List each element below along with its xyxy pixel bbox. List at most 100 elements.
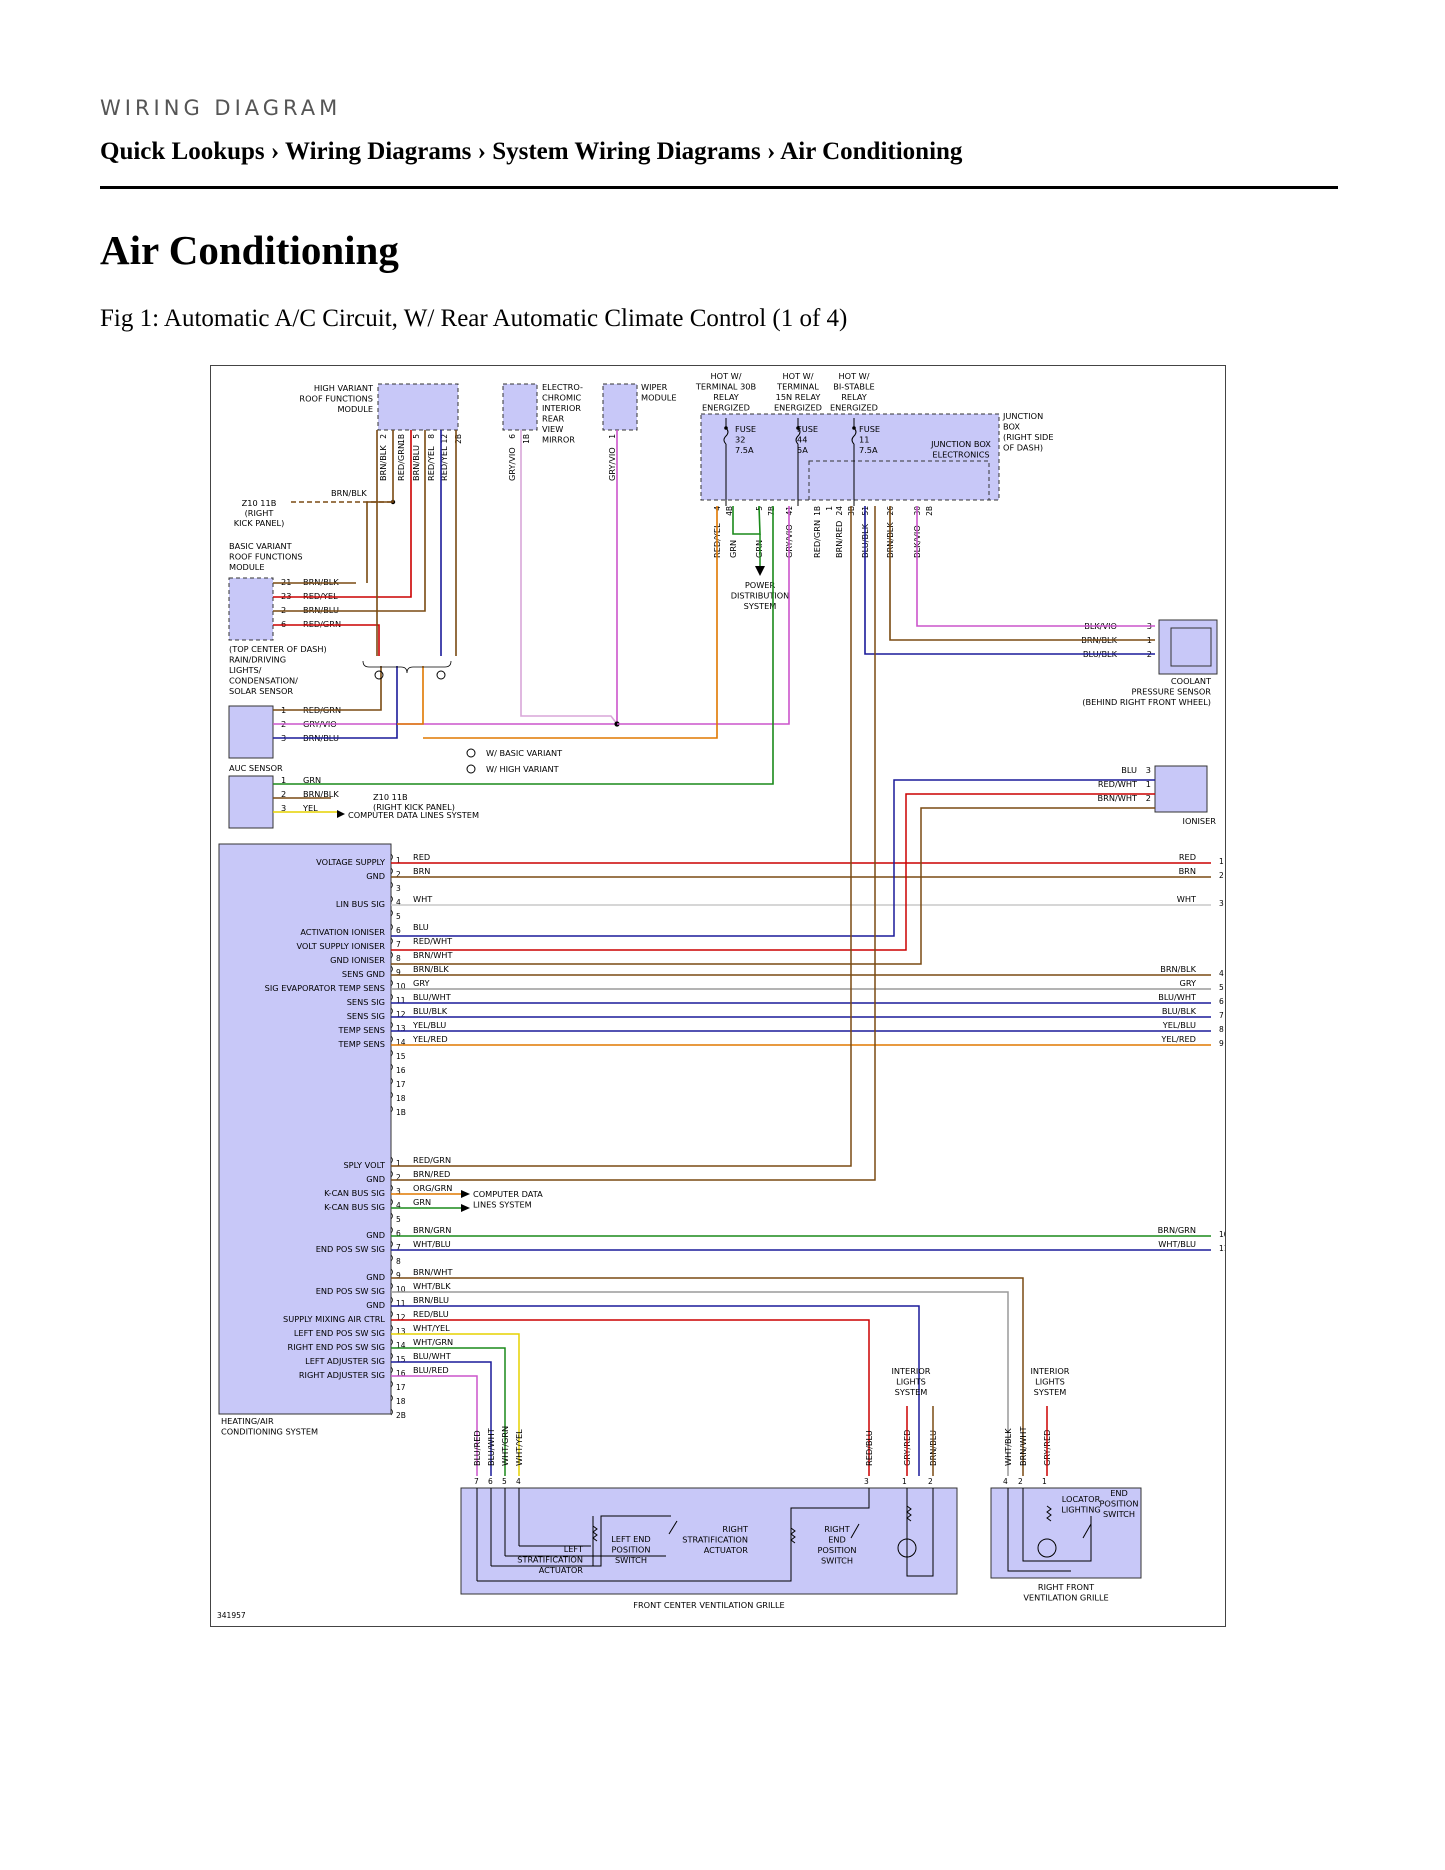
pin-label: 7 (474, 1477, 479, 1486)
wire-blu-red (391, 1375, 478, 1476)
wire-red-yel (423, 506, 718, 739)
breadcrumb-wiring-diagrams[interactable]: Wiring Diagrams (285, 138, 472, 165)
pin-label: 4 (1219, 969, 1224, 978)
pin-label: 14 (396, 1341, 406, 1350)
wire-brn-wht (391, 1277, 1024, 1476)
page-title: Air Conditioning (100, 227, 399, 273)
breadcrumb-separator: › (471, 138, 493, 165)
breadcrumb-system-wiring-diagrams[interactable]: System Wiring Diagrams (492, 138, 761, 165)
mirror-label: VIEW (542, 424, 563, 434)
coolant-sensor-label: PRESSURE SENSOR (1132, 687, 1212, 697)
wire-color-label: YEL (302, 803, 318, 813)
fuse-44-label: 44 (797, 435, 807, 445)
wire-gry-vio (520, 430, 618, 725)
pin-label: 1B (522, 434, 531, 444)
wire-color-label: RED (413, 852, 430, 862)
high-variant-module (377, 383, 459, 431)
fuse-icon (723, 427, 729, 445)
connector-tick (390, 1268, 393, 1276)
breadcrumb-quick-lookups[interactable]: Quick Lookups (100, 138, 265, 165)
pin-label: 12 (396, 1010, 406, 1019)
pin-label: 2 (396, 870, 401, 879)
rain-sensor-label: SOLAR SENSOR (229, 686, 293, 696)
wire-color-label: BLU/RED (413, 1365, 449, 1375)
left-end-switch-label: POSITION (612, 1545, 651, 1555)
pin-label: 15 (396, 1052, 406, 1061)
pin-label: 2 (1146, 793, 1151, 803)
interior-lights-label: LIGHTS (1035, 1377, 1065, 1387)
legend-label: W/ BASIC VARIANT (486, 748, 563, 758)
resistor-icon (592, 1525, 598, 1542)
legend-marker (466, 764, 476, 774)
high-variant-label: MODULE (337, 404, 373, 414)
connector-tick (390, 1007, 393, 1015)
section-label: WIRING DIAGRAM (100, 96, 342, 120)
pin-label: 4 (396, 898, 401, 907)
legend-label: W/ HIGH VARIANT (486, 764, 560, 774)
pin-label: 10 (396, 1285, 406, 1294)
pin-label: 13 (396, 1024, 406, 1033)
wire-grn (273, 506, 774, 785)
pin-label: 14 (396, 1038, 406, 1047)
wire-red-yel (273, 430, 412, 598)
arrow-icon (337, 810, 345, 818)
pin-label: 4 (396, 1201, 401, 1210)
mirror-label: MIRROR (542, 435, 575, 445)
pin-label: 7 (1219, 1011, 1224, 1020)
fuse-11-label: FUSE (859, 424, 880, 434)
connector-tick (390, 1310, 393, 1318)
right-strat-label: ACTUATOR (704, 1545, 749, 1555)
wire-color-label: GRY (413, 978, 431, 988)
pin-label: 11 (396, 996, 406, 1005)
auc-sensor-label: AUC SENSOR (229, 763, 283, 773)
right-strat-label: STRATIFICATION (682, 1535, 748, 1545)
wire-color-label: WHT/BLK (413, 1281, 451, 1291)
wire-color-label: RED/YEL (303, 591, 338, 601)
hot-bistable-label: HOT W/ (838, 371, 869, 381)
switch-icon (668, 1520, 678, 1535)
breadcrumb-air-conditioning[interactable]: Air Conditioning (780, 138, 963, 165)
hot-bistable-label: BI-STABLE (833, 382, 875, 392)
wire-gry-vio (617, 506, 790, 725)
wire-wht-blk (391, 1291, 1009, 1476)
pin-label: 2 (281, 789, 286, 799)
arrow-icon (755, 566, 765, 576)
rain-sensor-label: LIGHTS/ (229, 665, 262, 675)
cdls-label: COMPUTER DATA (473, 1189, 543, 1199)
pin-label: 9 (396, 1271, 401, 1280)
pin-label: 2 (379, 434, 388, 439)
connector-tick (390, 1170, 393, 1178)
connector-tick (390, 1338, 393, 1346)
pin-label: 2 (396, 1173, 401, 1182)
wire-red-yel (397, 666, 424, 725)
jbe-label: ELECTRONICS (932, 450, 989, 460)
connector-tick (390, 1105, 393, 1113)
hvac-signal-label: LEFT ADJUSTER SIG (305, 1356, 385, 1366)
pin-label: 16 (396, 1066, 406, 1075)
wire-brn-blu (391, 1305, 920, 1476)
wire-color-label: YEL/BLU (1162, 1020, 1196, 1030)
pin-label: 2B (454, 434, 463, 444)
wire-color-label: RED/YEL (439, 446, 449, 481)
wire-color-label: WHT/YEL (413, 1323, 450, 1333)
connector-tick (390, 923, 393, 931)
wire-color-label: BRN/RED (834, 521, 844, 558)
fuse-11-label: 7.5A (859, 445, 878, 455)
figure-caption: Fig 1: Automatic A/C Circuit, W/ Rear Au… (100, 305, 848, 332)
wire-red-blu (391, 1319, 870, 1476)
wire-blu-wht (391, 1361, 492, 1476)
pin-label: 12 (396, 1313, 406, 1322)
connector-tick (390, 1156, 393, 1164)
pin-label: 1 (902, 1477, 907, 1486)
wire-color-label: WHT (1177, 894, 1197, 904)
pin-label: 11 (1219, 1244, 1225, 1253)
wire-color-label: WHT (413, 894, 433, 904)
wire-color-label: BLU/BLK (1162, 1006, 1197, 1016)
connector-tick (390, 909, 393, 917)
wire-color-label: WHT/BLU (1158, 1239, 1196, 1249)
wire-brn-red (391, 506, 876, 1181)
hot-15n-label: HOT W/ (782, 371, 813, 381)
hvac-signal-label: GND (366, 1272, 385, 1282)
pin-label: 1B (396, 1108, 406, 1117)
